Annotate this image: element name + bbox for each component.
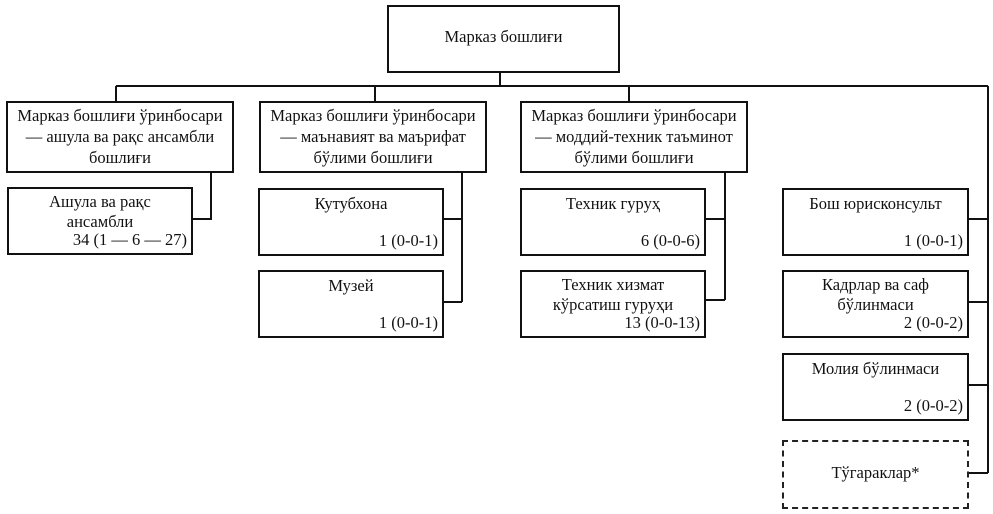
deputy-title-line: — ашула ва рақс ансамбли [25,127,215,146]
deputy-title-line: бўлими бошлиғи [574,148,694,167]
unit-title-line: Молия бўлинмаси [811,359,940,378]
unit-title-line: Ашула ва рақс [49,192,151,211]
deputy-title-line: бошлиғи [88,148,151,167]
unit-box-kadrlar: Кадрлар ва саф бўлинмаси 2 (0-0-2) [782,270,969,338]
deputy-box-ensemble: Марказ бошлиғи ўринбосари — ашула ва рақ… [6,101,234,173]
unit-box-ensemble: Ашула ва рақс ансамбли 34 (1 — 6 — 27) [7,187,193,255]
unit-title-line: Бош юрисконсульт [809,194,942,213]
unit-title-line: Техник гуруҳ [565,194,661,213]
head-title: Марказ бошлиғи [444,27,563,46]
unit-box-kutubkhona: Кутубхона 1 (0-0-1) [258,188,444,256]
unit-staff-count: 1 (0-0-1) [378,313,438,332]
unit-title-line: Техник хизмат [561,275,665,294]
unit-title-line: Кутубхона [314,194,388,213]
deputy-1-to-ensemble [192,172,212,220]
deputy-title-line: — моддий-техник таъминот [535,127,733,146]
unit-box-tugaraklar: Тўгараклар* [782,440,969,509]
unit-staff-count: 2 (0-0-2) [903,396,963,415]
deputy-box-spiritual: Марказ бошлиғи ўринбосари — маънавият ва… [259,101,487,173]
unit-staff-count: 1 (0-0-1) [903,231,963,250]
deputy-box-technical: Марказ бошлиғи ўринбосари — моддий-техни… [520,101,748,173]
unit-staff-count: 6 (0-0-6) [640,231,700,250]
head-box: Марказ бошлиғи [387,5,620,73]
unit-title-line: Музей [328,276,374,295]
unit-title-line: Кадрлар ва саф [821,275,930,294]
unit-staff-count: 13 (0-0-13) [624,313,700,332]
unit-box-tekhnik-khizmat: Техник хизмат кўрсатиш гуруҳи 13 (0-0-13… [520,270,706,338]
deputy-title-line: — маънавият ва маърифат [280,127,466,146]
unit-box-moliya: Молия бўлинмаси 2 (0-0-2) [782,353,969,421]
deputy-title-line: бўлими бошлиғи [313,148,433,167]
unit-staff-count: 1 (0-0-1) [378,231,438,250]
unit-title-line: кўрсатиш гуруҳи [552,295,674,314]
deputy-title-line: Марказ бошлиғи ўринбосари [531,106,737,125]
unit-box-muzey: Музей 1 (0-0-1) [258,270,444,338]
deputy-title-line: Марказ бошлиғи ўринбосари [17,106,223,125]
unit-title-line: бўлинмаси [837,295,914,314]
unit-box-bosh-yuriskonsult: Бош юрисконсульт 1 (0-0-1) [782,188,969,256]
unit-title-line: Тўгараклар* [831,463,920,482]
unit-staff-count: 34 (1 — 6 — 27) [72,230,187,249]
unit-box-tekhnik-guruh: Техник гуруҳ 6 (0-0-6) [520,188,706,256]
unit-title-line: ансамбли [66,212,134,231]
deputy-title-line: Марказ бошлиғи ўринбосари [270,106,476,125]
unit-staff-count: 2 (0-0-2) [903,313,963,332]
